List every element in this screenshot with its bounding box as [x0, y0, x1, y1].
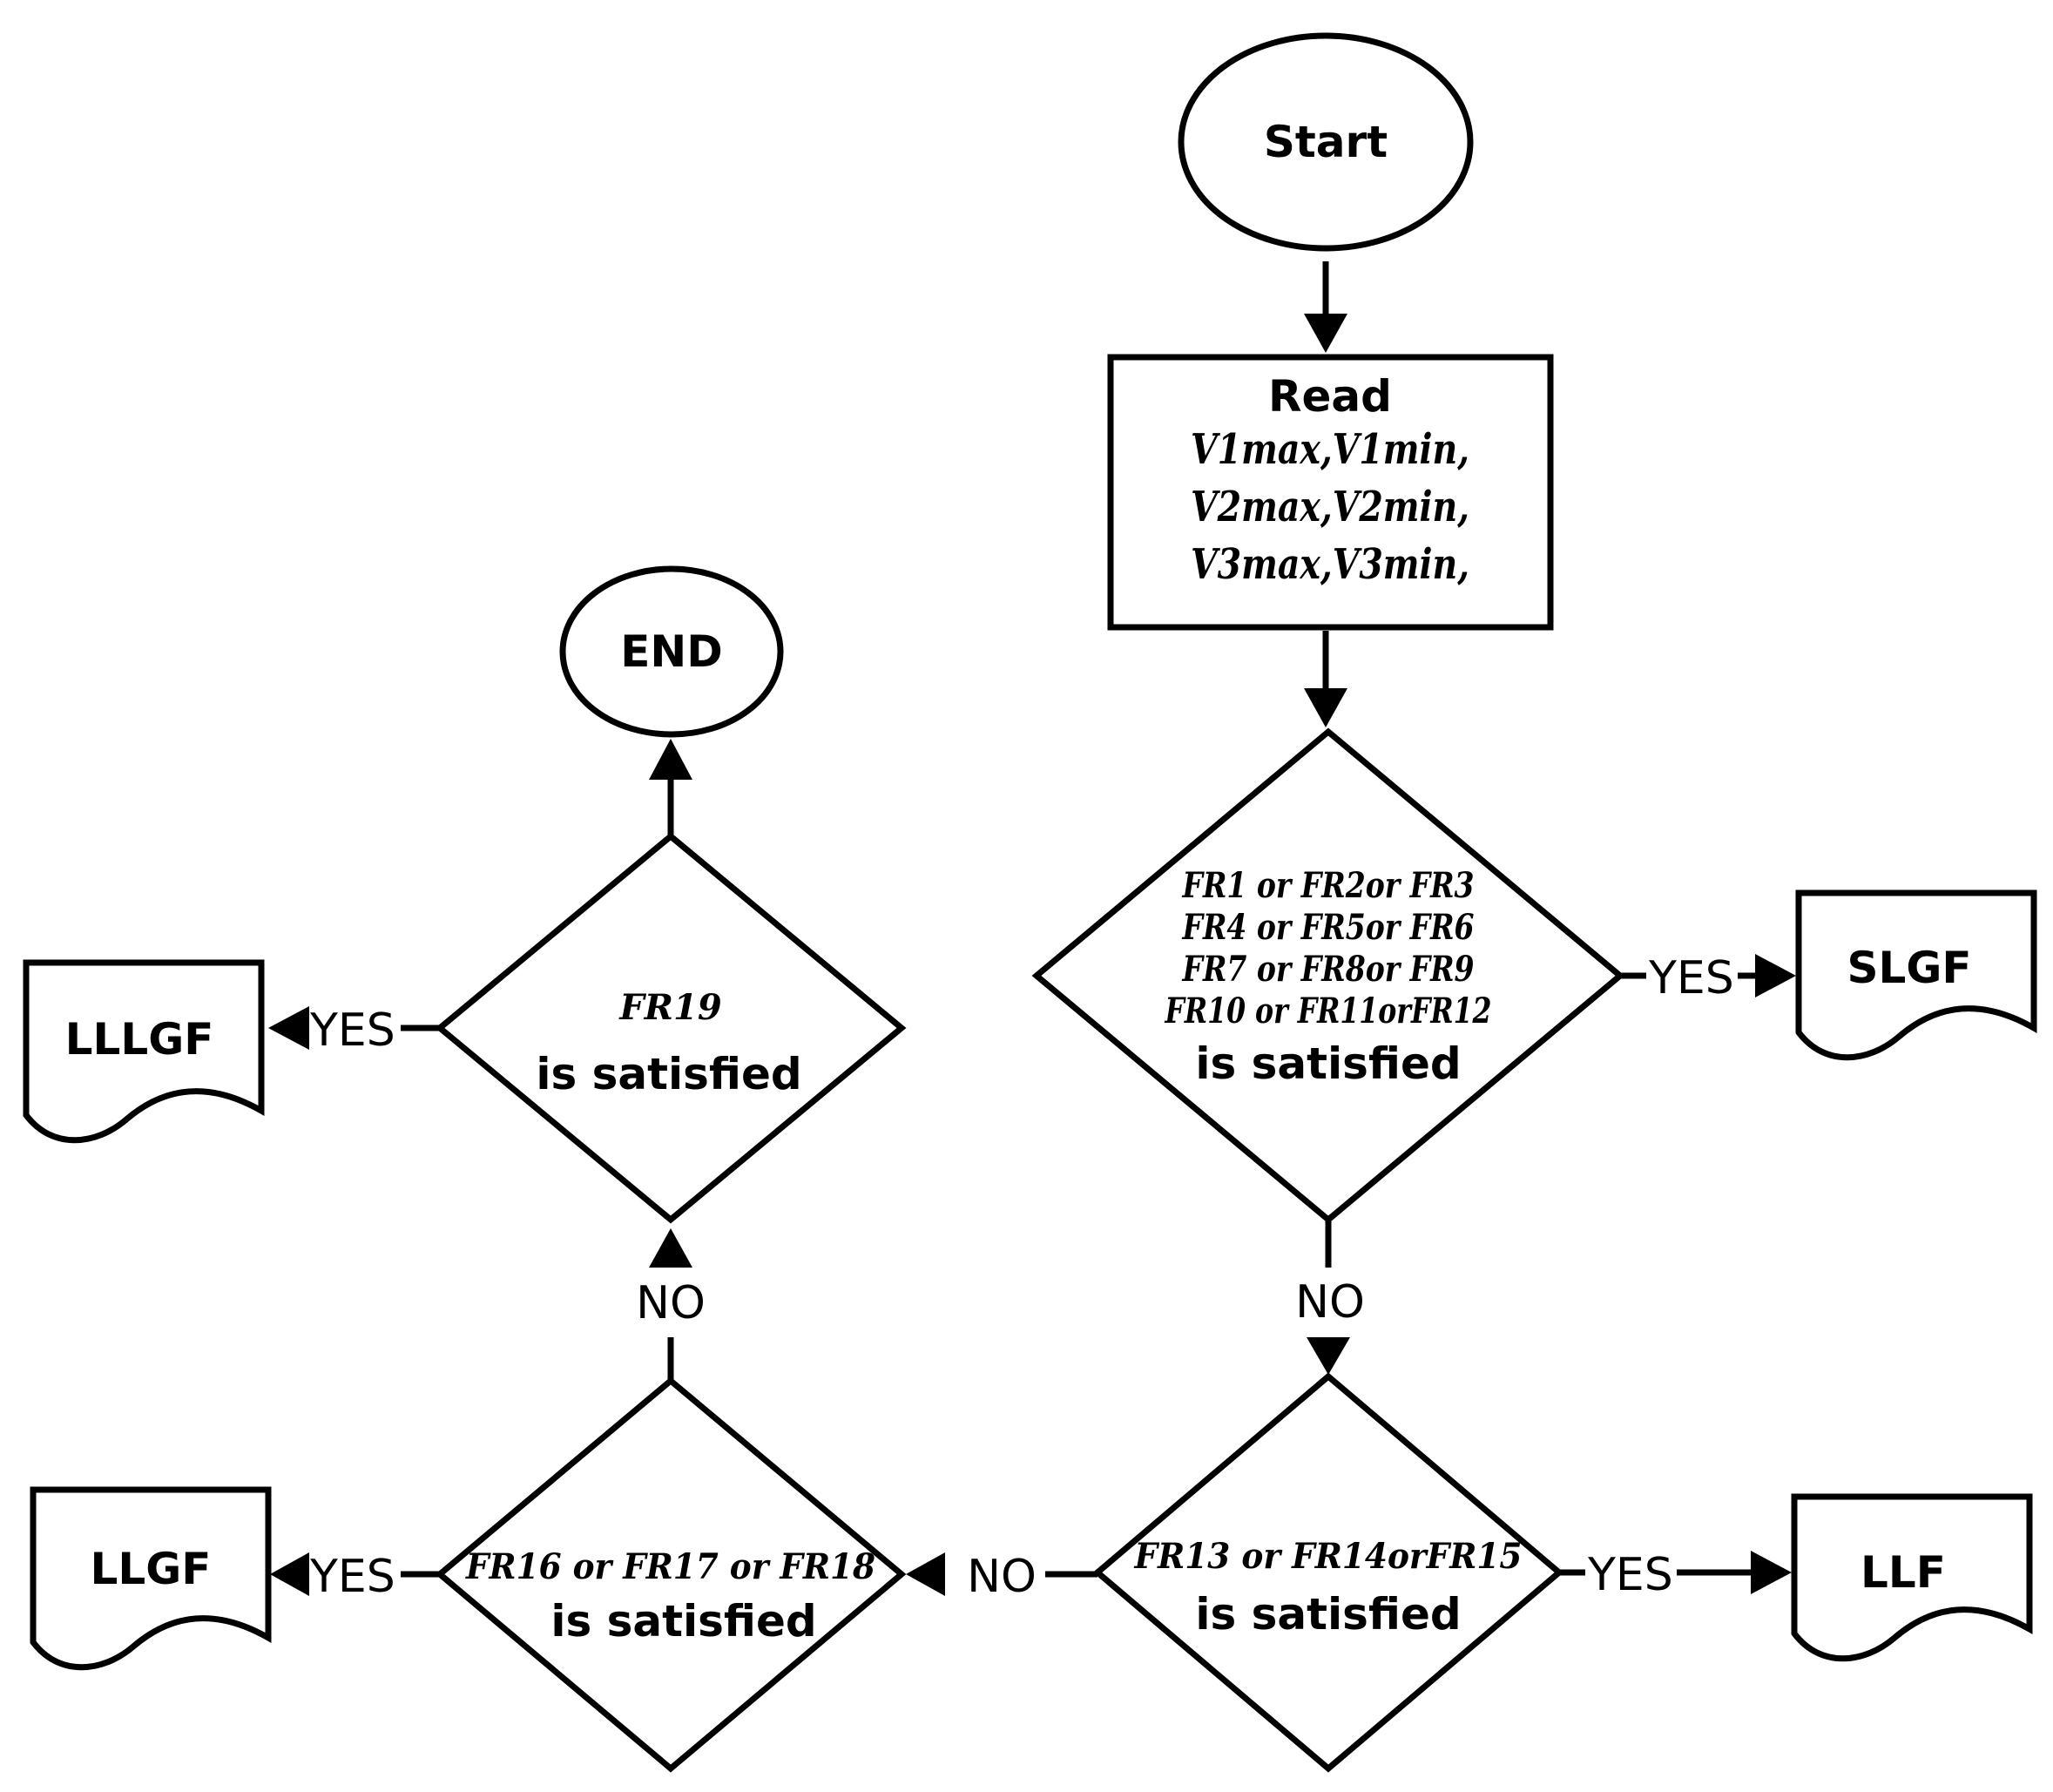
- d2-yes-label: YES: [1587, 1549, 1673, 1601]
- arrowhead-d3-yes: [270, 1552, 309, 1596]
- document-llf[interactable]: [1791, 1493, 2033, 1662]
- d3-satisfied-label: is satisfied: [550, 1596, 816, 1647]
- d1-condition-line-3: FR7 or FR8or FR9: [1182, 949, 1475, 990]
- d2-satisfied-label: is satisfied: [1195, 1589, 1461, 1640]
- decision-fr19[interactable]: [435, 832, 907, 1224]
- d1-no-label: NO: [1295, 1276, 1365, 1329]
- read-title: Read: [1268, 371, 1392, 422]
- d1-satisfied-label: is satisfied: [1195, 1038, 1461, 1089]
- d1-condition-line-2: FR4 or FR5or FR6: [1182, 907, 1475, 948]
- decision-fr13-fr15[interactable]: [1092, 1372, 1564, 1773]
- d1-condition-line-1: FR1 or FR2or FR3: [1182, 865, 1475, 906]
- arrowhead-d1-no: [1307, 1337, 1350, 1375]
- d3-condition-line-1: FR16 or FR17 or FR18: [465, 1546, 875, 1587]
- start-terminator[interactable]: [1178, 32, 1474, 252]
- arrowhead-d4-yes: [268, 1006, 309, 1050]
- d3-yes-label: YES: [309, 1551, 395, 1603]
- arrowhead-d1-yes: [1755, 954, 1796, 997]
- slgf-label: SLGF: [1847, 943, 1971, 993]
- llf-label: LLF: [1861, 1547, 1946, 1598]
- start-label: Start: [1264, 117, 1388, 167]
- arrowhead-read-d1: [1304, 688, 1347, 727]
- d2-condition-line-1: FR13 or FR14orFR15: [1134, 1536, 1523, 1577]
- arrowhead-d2-no: [906, 1552, 945, 1596]
- arrowhead-start-read: [1304, 314, 1347, 353]
- read-process-box[interactable]: [1107, 354, 1554, 631]
- lllgf-label: LLLGF: [65, 1014, 214, 1065]
- read-line-2: V2max,V2min,: [1191, 483, 1469, 531]
- d1-condition-line-4: FR10 or FR11orFR12: [1165, 991, 1492, 1031]
- document-llgf[interactable]: [30, 1486, 272, 1671]
- document-slgf[interactable]: [1795, 889, 2037, 1061]
- llgf-label: LLGF: [91, 1544, 212, 1594]
- d4-yes-label: YES: [309, 1004, 395, 1057]
- document-lllgf[interactable]: [23, 959, 265, 1144]
- read-line-3: V3max,V3min,: [1191, 540, 1469, 589]
- read-line-1: V1max,V1min,: [1191, 425, 1469, 474]
- d2-no-label: NO: [967, 1551, 1037, 1603]
- d4-satisfied-label: is satisfied: [536, 1049, 801, 1099]
- arrowhead-d2-yes: [1751, 1551, 1792, 1594]
- d1-yes-label: YES: [1648, 952, 1734, 1004]
- end-label: END: [620, 626, 723, 677]
- end-terminator[interactable]: [559, 565, 784, 738]
- arrowhead-d4-end: [649, 739, 692, 780]
- arrowhead-d3-no: [649, 1228, 692, 1268]
- d3-no-label: NO: [636, 1277, 706, 1329]
- d4-condition-line-1: FR19: [618, 987, 721, 1028]
- decision-fr16-fr18[interactable]: [435, 1376, 907, 1773]
